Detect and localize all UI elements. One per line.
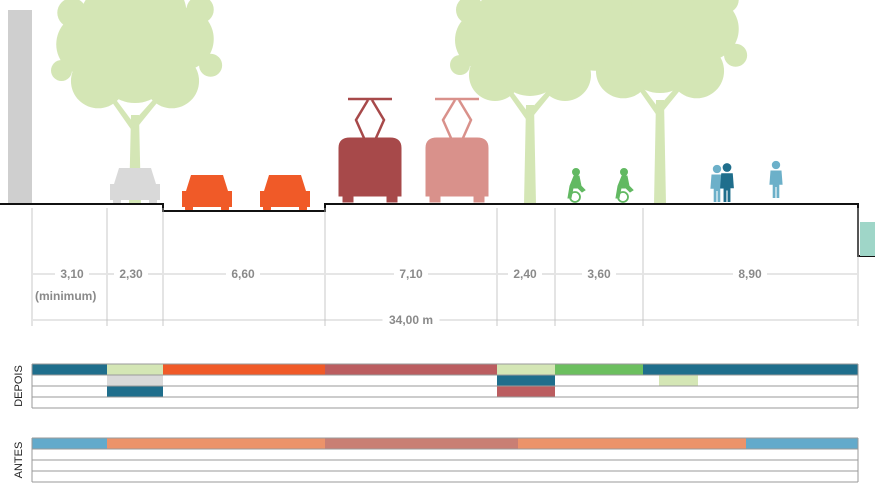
allocation-band: DEPOIS: [13, 363, 859, 409]
band-cell: [107, 375, 163, 386]
band-cell: [659, 375, 698, 386]
tree-icon: [576, 0, 748, 204]
car-icon: [182, 175, 232, 211]
segment-width-label: 2,30: [119, 267, 143, 281]
band-cell: [497, 364, 555, 375]
building-right: [860, 222, 875, 256]
band-label: ANTES: [13, 442, 25, 479]
band-label: DEPOIS: [13, 365, 25, 407]
band-cell: [325, 438, 518, 449]
band-cell: [163, 364, 325, 375]
tram-icon: [337, 97, 403, 204]
car-icon: [260, 175, 310, 211]
building-left: [8, 10, 32, 204]
total-width-label: 34,00 m: [389, 313, 433, 327]
segment-width-label: 2,40: [513, 267, 537, 281]
car-icon: [110, 168, 160, 204]
band-cell: [643, 364, 858, 375]
segment-width-label: 3,60: [587, 267, 611, 281]
band-cell: [746, 438, 858, 449]
band-cell: [32, 438, 107, 449]
band-cell: [325, 364, 497, 375]
pedestrian-icon: [720, 163, 734, 202]
band-cell: [107, 364, 163, 375]
band-cell: [555, 364, 643, 375]
band-cell: [107, 386, 163, 397]
allocation-band: ANTES: [13, 437, 859, 483]
band-cell: [107, 438, 325, 449]
tree-icon: [450, 0, 613, 204]
band-cell: [497, 386, 555, 397]
segment-width-label: 8,90: [738, 267, 762, 281]
band-cell: [32, 364, 107, 375]
segment-width-label: 6,60: [231, 267, 255, 281]
bicycle-icon: [615, 167, 634, 203]
segment-width-label: 7,10: [399, 267, 423, 281]
band-cell: [497, 375, 555, 386]
pedestrian-icon: [769, 160, 783, 198]
band-cell: [518, 438, 746, 449]
tram-icon: [424, 97, 490, 204]
ground-profile: [0, 203, 875, 257]
segment-note: (minimum): [35, 289, 96, 303]
segment-width-label: 3,10: [60, 267, 84, 281]
bicycle-icon: [567, 167, 586, 203]
